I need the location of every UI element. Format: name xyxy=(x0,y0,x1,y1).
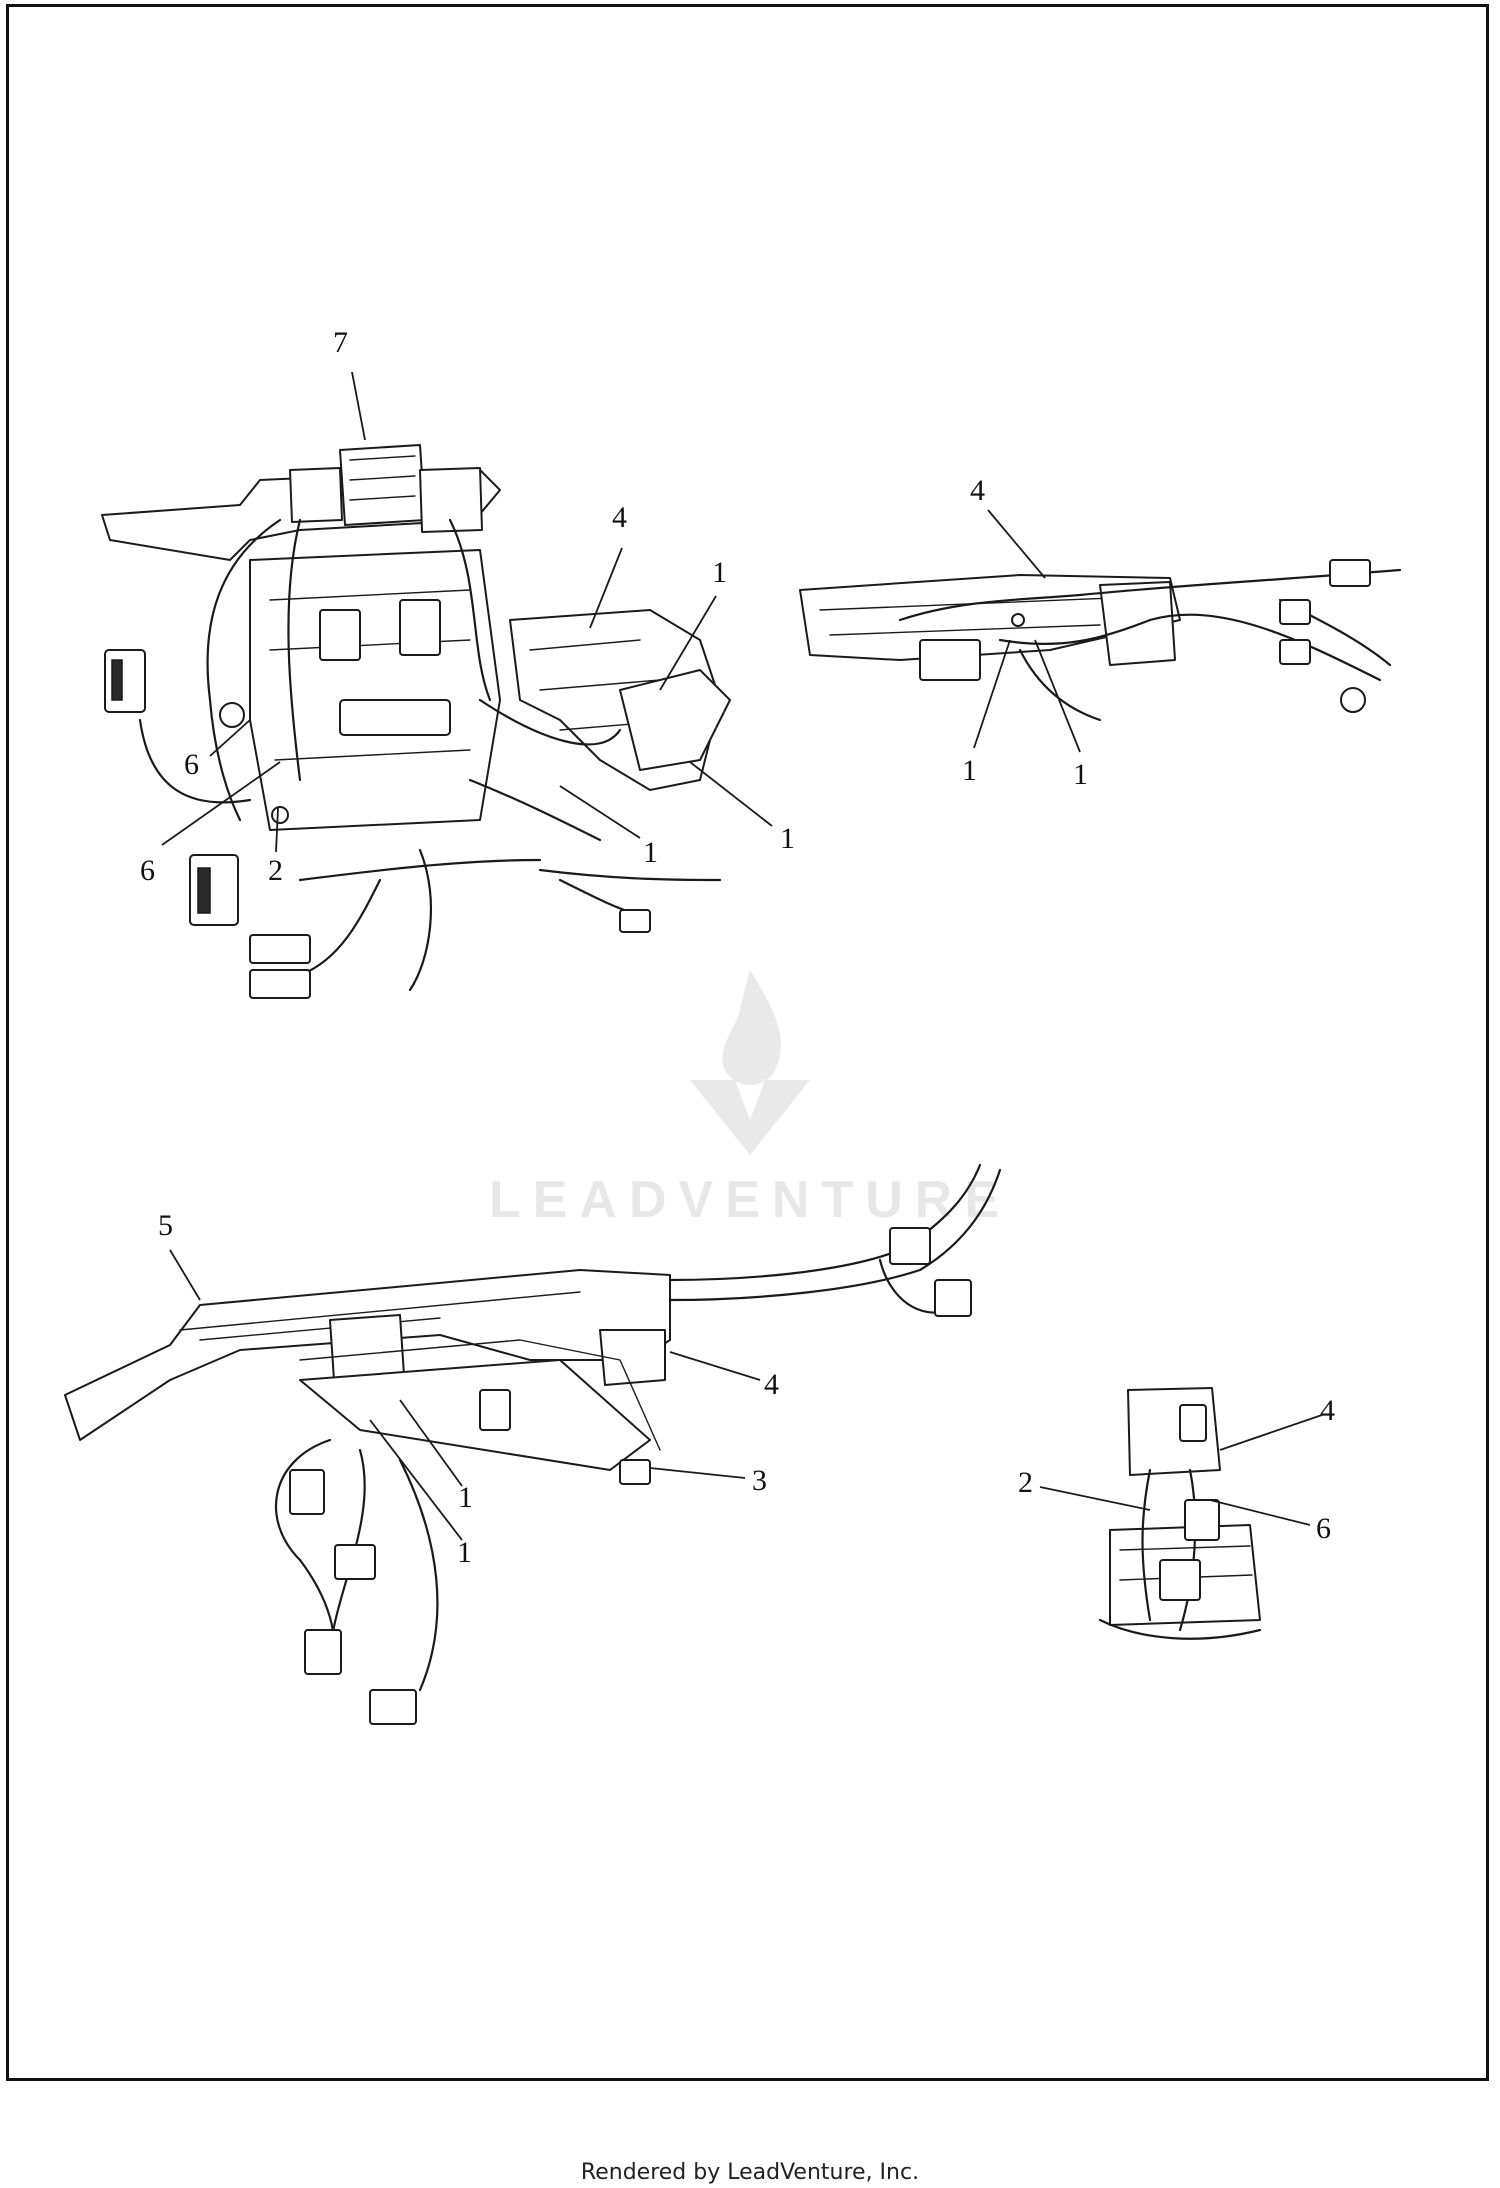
assembly-top-left xyxy=(101,444,731,999)
callout-1-top-left-b: 1 xyxy=(643,836,658,869)
callout-7-top-left: 7 xyxy=(333,326,348,359)
callout-2-top-left: 2 xyxy=(268,854,283,887)
leader-lines xyxy=(161,371,1323,1541)
callout-4-top-left: 4 xyxy=(612,501,627,534)
callout-1-top-right-b: 1 xyxy=(1073,758,1088,791)
assembly-bottom-right xyxy=(1098,1387,1262,1640)
callout-labels: 7 4 1 6 6 2 1 1 4 1 1 5 4 3 1 1 4 2 6 xyxy=(140,326,1335,1569)
callout-1-top-left-a: 1 xyxy=(712,556,727,589)
footer-credit: Rendered by LeadVenture, Inc. xyxy=(580,2160,920,2185)
callout-1-bottom-left-b: 1 xyxy=(457,1536,472,1569)
assembly-bottom-left xyxy=(64,1163,1002,1725)
diagram-frame xyxy=(6,4,1489,2081)
callout-4-bottom-left: 4 xyxy=(764,1368,779,1401)
callout-6-top-left-a: 6 xyxy=(184,748,199,781)
callout-6-top-left-b: 6 xyxy=(140,854,155,887)
callout-1-top-right-a: 1 xyxy=(962,754,977,787)
assembly-top-right xyxy=(799,559,1402,722)
callout-2-bottom-right: 2 xyxy=(1018,1466,1033,1499)
callout-6-bottom-right: 6 xyxy=(1316,1512,1331,1545)
callout-1-top-left-c: 1 xyxy=(780,822,795,855)
callout-4-bottom-right: 4 xyxy=(1320,1394,1335,1427)
callout-5-bottom-left: 5 xyxy=(158,1209,173,1242)
callout-1-bottom-left-a: 1 xyxy=(458,1481,473,1514)
callout-4-top-right: 4 xyxy=(970,474,985,507)
callout-3-bottom-left: 3 xyxy=(752,1464,767,1497)
